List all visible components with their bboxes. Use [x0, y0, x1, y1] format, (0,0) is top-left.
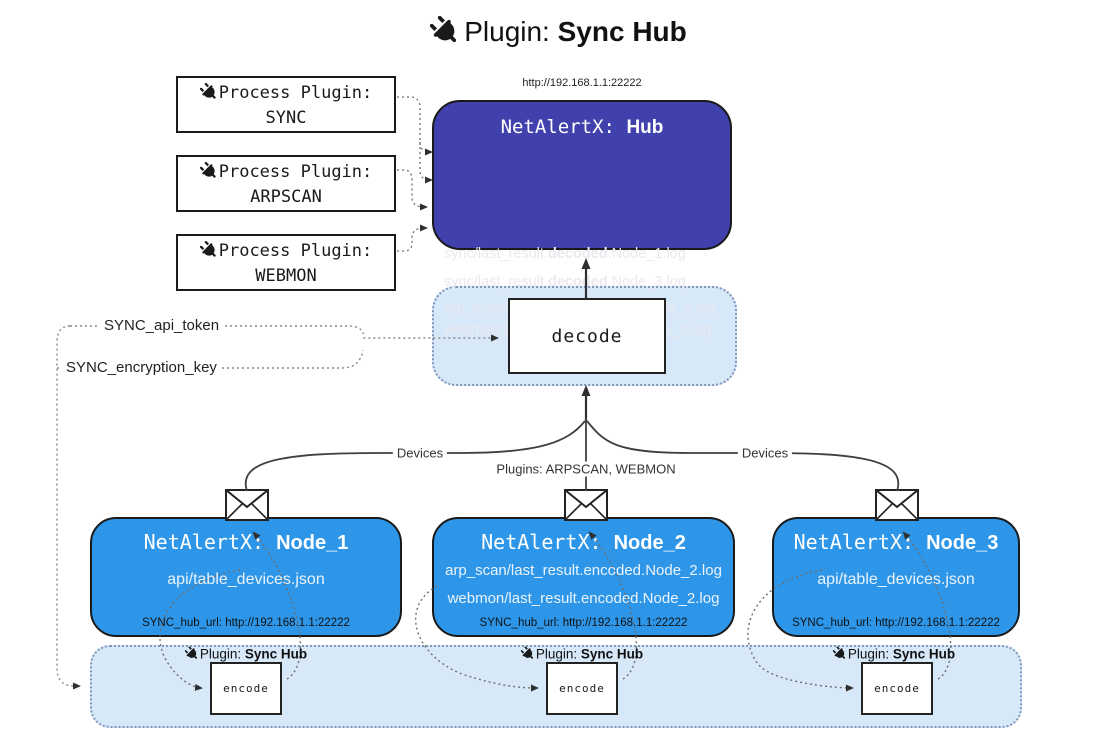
envelope-icon [564, 489, 608, 521]
encode-box: encode [210, 662, 282, 715]
node-title: NetAlertX: Node_1 [143, 530, 349, 554]
edges-plugins-to-hub [397, 96, 433, 252]
node-1: NetAlertX: Node_1 api/table_devices.json… [90, 517, 402, 637]
plug-icon [184, 646, 198, 659]
sync-api-token-label: SYNC_api_token [100, 316, 224, 335]
page-title: Plugin: Sync Hub [0, 15, 1117, 48]
node-file: arp_scan/last_result.encoded.Node_2.log [445, 562, 722, 579]
node-file: api/table_devices.json [167, 571, 325, 588]
process-plugin-sync: Process Plugin: SYNC [176, 76, 396, 133]
process-plugin-name: WEBMON [255, 266, 317, 286]
node-title: NetAlertX: Node_3 [793, 530, 999, 554]
process-plugin-label: Process Plugin: [178, 81, 394, 106]
title-prefix: Plugin: [464, 16, 550, 47]
encode-box: encode [861, 662, 933, 715]
plug-icon [199, 82, 216, 99]
hub-node: NetAlertX: Hub sync/last_result.decoded.… [432, 100, 732, 338]
strip-plugin-label: Plugin: Sync Hub [832, 646, 955, 662]
node-2: NetAlertX: Node_2 arp_scan/last_result.e… [432, 517, 735, 637]
hub-log-line: sync/last_result.decoded.Node_3.log [444, 274, 686, 290]
strip-plugin-label: Plugin: Sync Hub [184, 646, 307, 662]
process-plugin-label: Process Plugin: [178, 160, 394, 185]
node-file: api/table_devices.json [817, 571, 975, 588]
node-file: webmon/last_result.encoded.Node_2.log [447, 590, 720, 607]
node-hub-url: SYNC_hub_url: http://192.168.1.1:22222 [792, 617, 1000, 629]
edge-label-plugins: Plugins: ARPSCAN, WEBMON [492, 461, 680, 477]
plug-icon [199, 161, 216, 178]
sync-encryption-key-label: SYNC_encryption_key [62, 358, 221, 377]
process-plugin-arpscan: Process Plugin: ARPSCAN [176, 155, 396, 212]
encode-box: encode [546, 662, 618, 715]
process-plugin-name: ARPSCAN [250, 187, 322, 207]
edge-label-devices-right: Devices [737, 445, 793, 461]
hub-title: NetAlertX: Hub [500, 116, 664, 138]
node-title: NetAlertX: Node_2 [481, 530, 686, 554]
strip-plugin-label: Plugin: Sync Hub [520, 646, 643, 662]
envelope-icon [225, 489, 269, 521]
process-plugin-label: Process Plugin: [178, 239, 394, 264]
plug-icon [430, 15, 457, 43]
title-bold: Sync Hub [557, 16, 687, 47]
node-3: NetAlertX: Node_3 api/table_devices.json… [772, 517, 1020, 637]
process-plugin-name: SYNC [265, 108, 307, 128]
envelope-icon [875, 489, 919, 521]
process-plugin-webmon: Process Plugin: WEBMON [176, 234, 396, 291]
decode-box: decode [508, 298, 666, 374]
node-hub-url: SYNC_hub_url: http://192.168.1.1:22222 [142, 617, 350, 629]
plug-icon [832, 646, 846, 659]
edge-label-devices-left: Devices [392, 445, 448, 461]
node-hub-url: SYNC_hub_url: http://192.168.1.1:22222 [479, 617, 688, 629]
plug-icon [520, 646, 534, 659]
edges-nodes-to-decode [244, 418, 900, 492]
hub-log-line: sync/last_result.decoded.Node_1.log [444, 246, 686, 262]
plug-icon [199, 240, 216, 257]
hub-url-label: http://192.168.1.1:22222 [522, 77, 642, 89]
